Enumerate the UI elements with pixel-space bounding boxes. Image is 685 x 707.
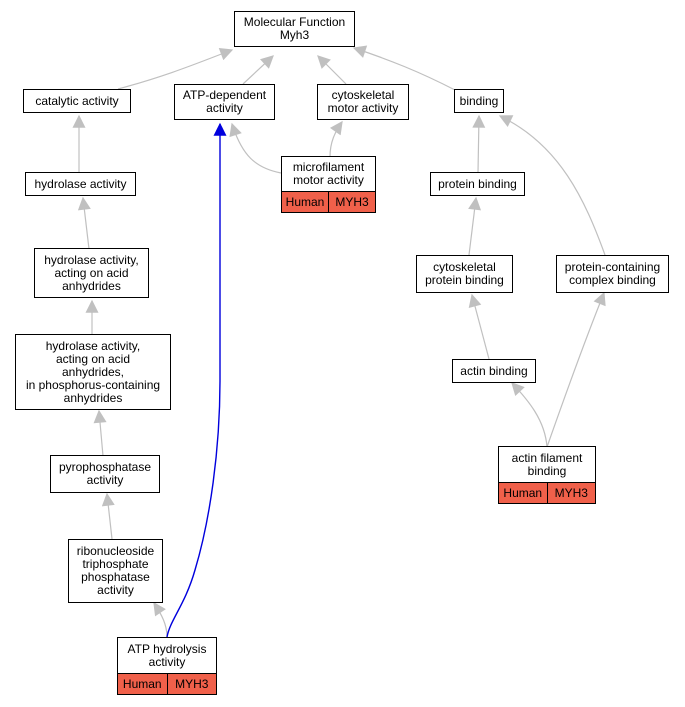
node-label-line: acting on acid [54,265,129,280]
node-label-line: Molecular Function [243,15,346,29]
gene-tag[interactable]: MYH3 [546,483,596,503]
species-tag[interactable]: Human [503,485,543,500]
node-hydrolase-acid-anhydrides[interactable]: hydrolase activity, acting on acid anhyd… [34,248,149,298]
edge-cytoskeletal-protein-to-protein-binding [468,196,482,256]
node-ribonucleoside-triphosphate-phosphatase[interactable]: ribonucleoside triphosphate phosphatase … [68,539,163,603]
node-protein-containing-complex-binding[interactable]: protein-containing complex binding [556,255,669,293]
node-label-line: ATP-dependent [182,88,267,102]
node-atp-hydrolysis-activity[interactable]: ATP hydrolysis activity Human MYH3 [117,637,217,695]
node-label-line: microfilament [292,160,365,174]
node-label-line: acting on acid [55,351,131,366]
edge-pyrophosphatase-to-hydrolase-phosphorus [93,409,107,457]
node-label-line: motor activity [327,101,399,115]
node-label-line: motor activity [293,173,364,187]
edge-complex-binding-to-binding [498,115,606,256]
node-label-line: cytoskeletal [433,260,496,274]
species-tag[interactable]: Human [122,676,162,691]
node-binding[interactable]: binding [454,89,504,113]
edge-catalytic-to-root [117,48,234,90]
gene-tag[interactable]: MYH3 [166,674,217,694]
edge-atp-hydrolysis-to-atp-dependent-highlight [166,122,227,638]
node-catalytic-activity[interactable]: catalytic activity [23,89,131,113]
node-label-line: binding [459,93,499,108]
edge-hydrolase-acid-to-hydrolase [77,196,91,250]
node-label-line: activity [148,654,186,669]
node-microfilament-motor-activity[interactable]: microfilament motor activity Human MYH3 [281,156,376,213]
node-label-line: triphosphate [82,557,149,571]
node-molecular-function-root[interactable]: Molecular Function Myh3 [234,11,355,47]
node-actin-binding[interactable]: actin binding [452,359,536,383]
node-label-line: hydrolase activity, [44,252,139,267]
node-cytoskeletal-protein-binding[interactable]: cytoskeletal protein binding [416,255,513,293]
node-label-line: ATP hydrolysis [127,641,207,656]
edge-actin-binding-to-cytoskeletal-protein [468,293,490,360]
node-hydrolase-activity[interactable]: hydrolase activity [25,172,136,196]
node-hydrolase-phosphorus-anhydrides[interactable]: hydrolase activity, acting on acid anhyd… [15,334,171,410]
node-label-line: protein-containing [564,260,661,274]
node-label-line: ribonucleoside [76,544,155,558]
gene-tag[interactable]: MYH3 [328,192,375,212]
node-label-line: pyrophosphatase [58,460,152,474]
node-label-line: activity [97,583,134,597]
edge-protein-binding-to-binding [472,114,486,174]
annotation-tags: Human MYH3 [282,191,375,212]
node-label-line: actin filament [511,450,583,465]
node-label-line: Myh3 [279,28,310,42]
node-atp-dependent-activity[interactable]: ATP-dependent activity [174,84,275,120]
edge-microfilament-to-atp-dependent [229,122,282,174]
node-cytoskeletal-motor-activity[interactable]: cytoskeletal motor activity [317,84,409,120]
node-label-line: activity [206,101,243,115]
edge-atp-hydrolysis-to-ribonucleoside [153,601,168,638]
edge-cytoskeletal-motor-to-root [317,55,347,85]
edge-ribonucleoside-to-pyrophosphatase [101,492,115,540]
node-label-line: protein binding [438,176,517,191]
node-label-line: hydrolase activity, [45,338,141,353]
node-label-line: anhydrides [62,278,121,293]
node-label-line: protein binding [425,273,504,287]
species-tag[interactable]: Human [285,194,325,209]
node-label-line: catalytic activity [35,93,119,108]
annotation-tags: Human MYH3 [118,673,216,694]
node-label-line: anhydrides [63,390,123,405]
node-protein-binding[interactable]: protein binding [430,172,525,196]
node-label-line: anhydrides, [61,364,125,379]
node-label-line: binding [527,463,567,478]
edge-actin-filament-to-actin-binding [511,382,548,448]
node-label-line: complex binding [569,273,656,287]
node-label-line: cytoskeletal [331,88,395,102]
node-label-line: activity [86,473,124,487]
node-label-line: phosphatase [81,570,150,584]
annotation-tags: Human MYH3 [499,482,595,503]
node-pyrophosphatase-activity[interactable]: pyrophosphatase activity [50,455,160,493]
node-actin-filament-binding[interactable]: actin filament binding Human MYH3 [498,446,596,504]
edge-microfilament-to-cytoskeletal-motor [329,120,343,158]
node-label-line: hydrolase activity [34,176,127,191]
node-label-line: in phosphorus-containing [25,377,161,392]
edge-actin-filament-to-complex-binding [546,291,606,448]
edge-atp-dependent-to-root [242,55,274,85]
node-label-line: actin binding [460,363,528,378]
edge-binding-to-root [352,45,456,91]
